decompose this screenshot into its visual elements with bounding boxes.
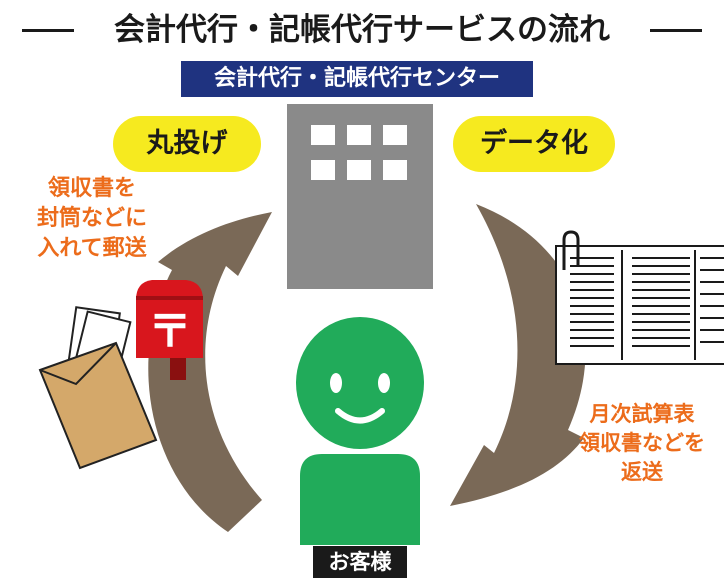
page-title: 会計代行・記帳代行サービスの流れ [114,12,610,48]
note-return: 月次試算表 領収書などを 返送 [579,402,705,484]
envelope-icon [38,306,158,470]
paper-clip-icon [562,230,580,270]
bubble-digitize: データ化 [453,116,615,172]
note-mail: 領収書を 封筒などに 入れて郵送 [36,176,147,261]
building-icon [287,104,433,289]
bubble-outsource: 丸投げ [113,116,261,172]
center-label: 会計代行・記帳代行センター [181,61,533,97]
person-icon [296,317,424,545]
return-arrow [450,204,586,506]
customer-label: お客様 [313,546,407,578]
document-icon [555,245,724,365]
title-rule-left [22,29,74,32]
title-rule-right [650,29,702,32]
mailbox-icon: 〒 [136,280,203,380]
mailbox-symbol: 〒 [148,306,192,357]
title-area: 会計代行・記帳代行サービスの流れ [0,10,724,50]
